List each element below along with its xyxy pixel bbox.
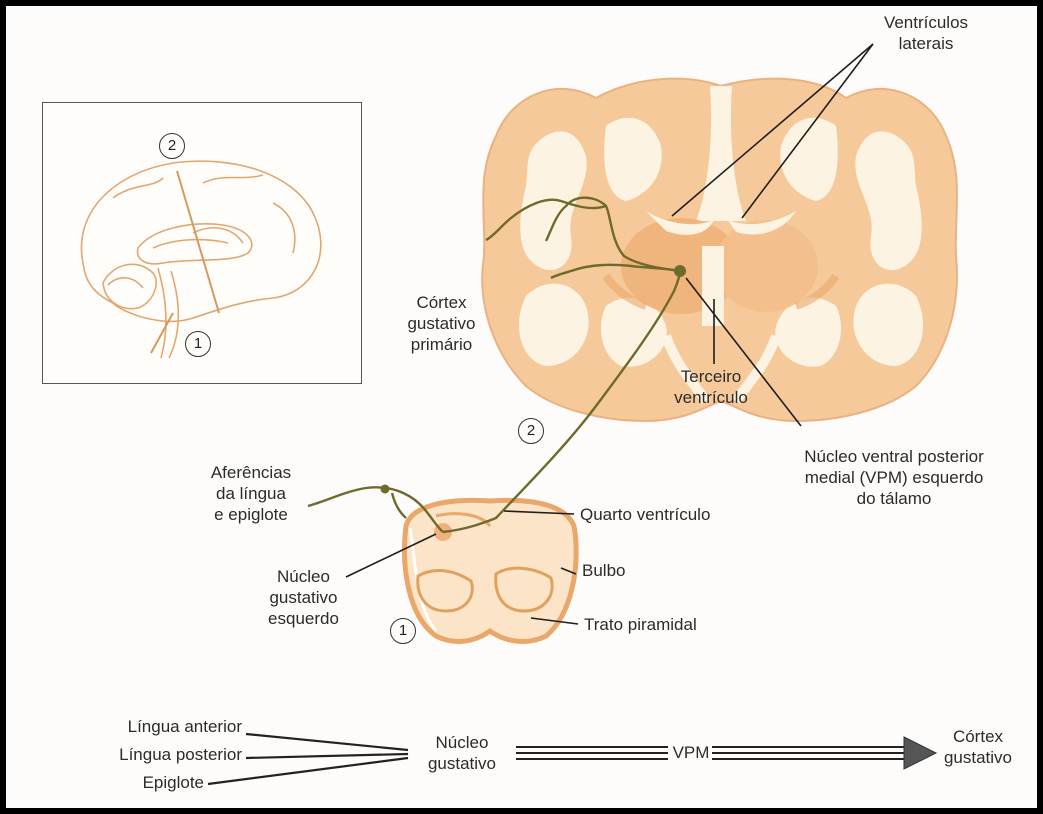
label-primary-gustatory-cortex: Córtex gustativo primário [394, 292, 489, 355]
flow-gustatory-cortex: Córtex gustativo [932, 726, 1024, 768]
label-tongue-afferents: Aferências da língua e epiglote [196, 462, 306, 525]
vpm-node [674, 265, 686, 277]
label-vpm-nucleus: Núcleo ventral posterior medial (VPM) es… [774, 446, 1014, 509]
gustatory-pathway-diagram [6, 6, 1037, 808]
flow-input-epiglottis: Epiglote [56, 772, 204, 793]
flow-gustatory-nucleus: Núcleo gustativo [410, 732, 514, 774]
label-lateral-ventricles: Ventrículos laterais [861, 12, 991, 54]
label-left-gustatory-nucleus: Núcleo gustativo esquerdo [256, 566, 351, 629]
label-fourth-ventricle: Quarto ventrículo [580, 504, 780, 525]
flow-input-anterior-tongue: Língua anterior [56, 716, 242, 737]
marker-section-1: 1 [390, 618, 416, 644]
flow-vpm: VPM [670, 742, 712, 763]
label-third-ventricle: Terceiro ventrículo [656, 366, 766, 408]
label-medulla: Bulbo [582, 560, 662, 581]
flow-schematic [208, 734, 936, 784]
figure-page: 2 1 [6, 6, 1037, 808]
flow-input-posterior-tongue: Língua posterior [56, 744, 242, 765]
label-pyramidal-tract: Trato piramidal [584, 614, 764, 635]
afferent-ganglion [381, 485, 390, 494]
marker-section-2: 2 [518, 418, 544, 444]
